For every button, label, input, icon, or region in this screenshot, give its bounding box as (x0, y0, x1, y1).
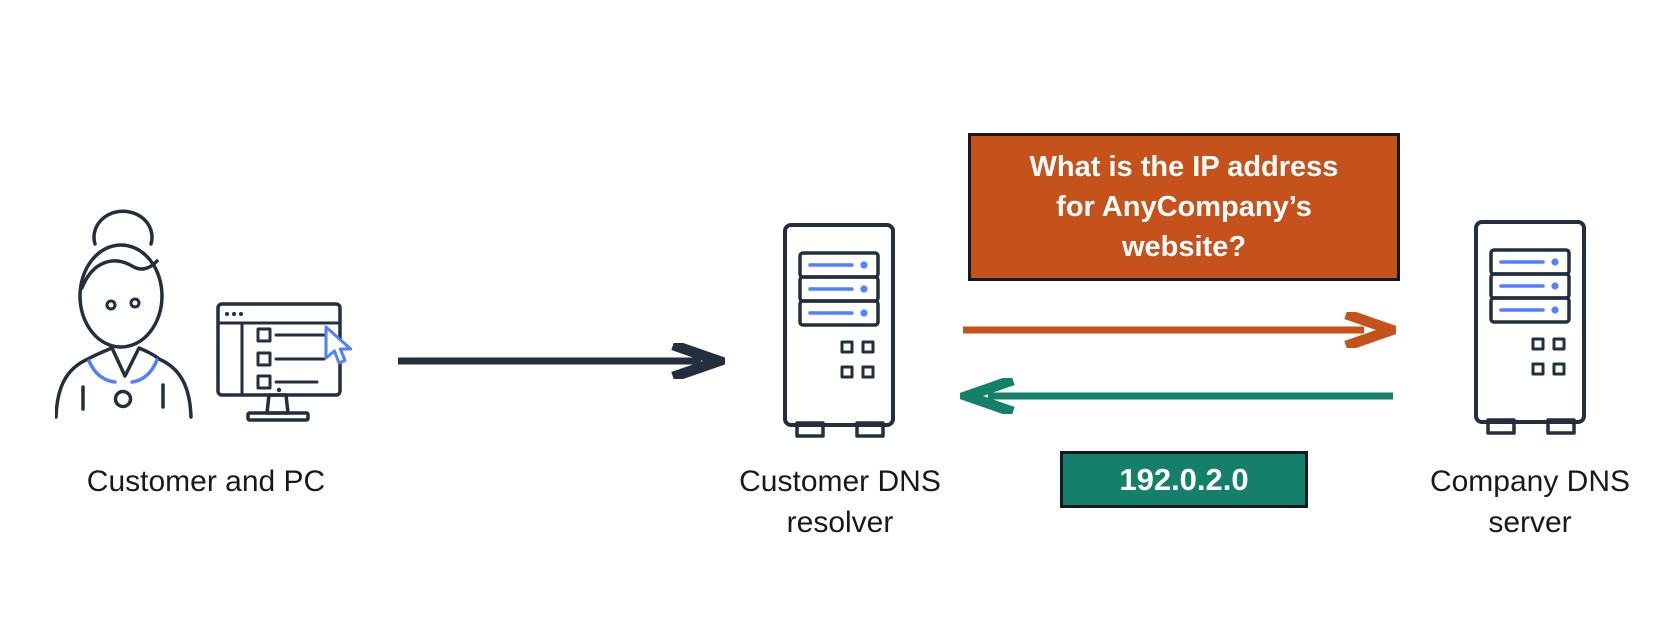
response-message-box: 192.0.2.0 (1060, 451, 1308, 508)
query-arrow (963, 312, 1396, 348)
response-arrow (960, 378, 1393, 414)
request-arrow (398, 343, 725, 379)
query-text-line1: What is the IP address (1029, 151, 1339, 183)
resolver-node-label: Customer DNS resolver (690, 461, 990, 543)
person-icon (55, 209, 193, 419)
resolver-label-line1: Customer DNS (739, 465, 941, 498)
response-ip-text: 192.0.2.0 (1119, 461, 1249, 497)
resolver-label-line2: resolver (786, 506, 894, 539)
company-label-line2: server (1488, 506, 1572, 539)
query-text-line2: for AnyCompany’s (1056, 191, 1312, 223)
pc-monitor-icon (216, 302, 353, 422)
company-node-label: Company DNS server (1380, 461, 1680, 543)
company-label-line1: Company DNS (1429, 465, 1631, 498)
customer-label-text: Customer and PC (86, 465, 326, 498)
query-text-line3: website? (1121, 231, 1247, 263)
query-message-box: What is the IP address for AnyCompany’s … (968, 133, 1400, 281)
customer-node-label: Customer and PC (31, 461, 381, 502)
customer-dns-resolver-icon (783, 223, 895, 438)
company-dns-server-icon (1474, 220, 1586, 435)
customer-and-pc-icon (55, 209, 353, 422)
cursor-icon (324, 325, 353, 365)
